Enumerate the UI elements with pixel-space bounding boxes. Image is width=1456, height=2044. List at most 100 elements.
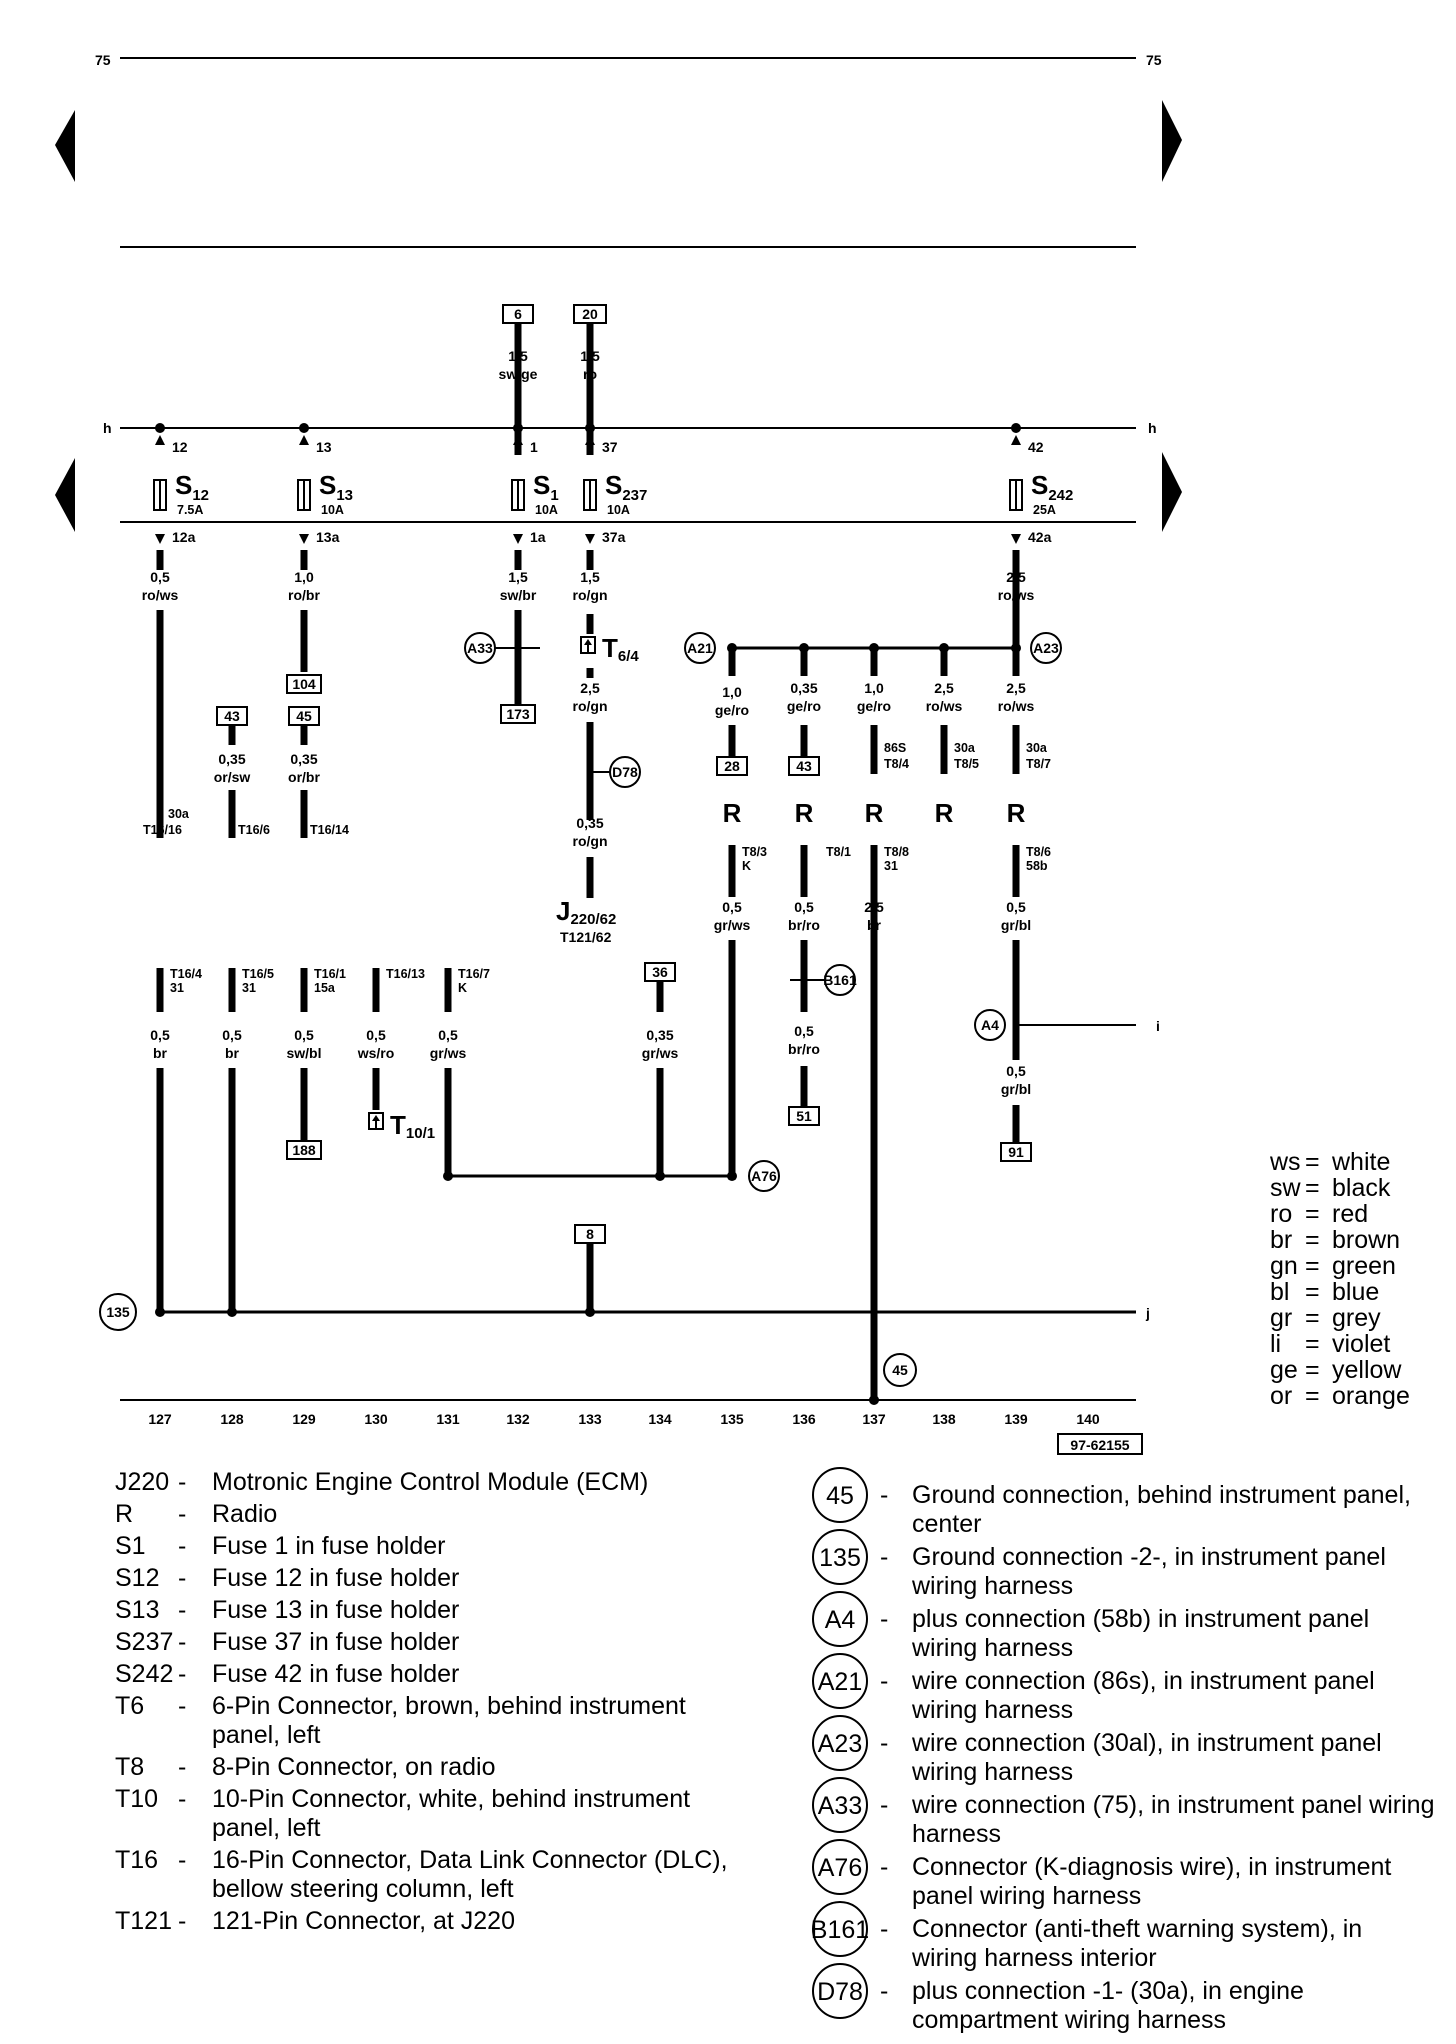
fuse-s13-out-pin: 13a [316,529,340,545]
fuse-s12-in-pin: 12 [172,439,188,455]
legend-right-dash: - [880,1543,888,1571]
legend-right-desc: panel wiring harness [912,1882,1141,1910]
color-key-equals: = [1305,1252,1320,1280]
wire-label-17-color: gr/ws [714,917,751,933]
legend-right-desc: plus connection (58b) in instrument pane… [912,1605,1369,1633]
color-key-equals: = [1305,1200,1320,1228]
legend-right-desc: compartment wiring harness [912,2006,1226,2034]
pin-31: 31 [884,859,898,873]
pin-30a: 30a [168,807,190,821]
drawing-number-box [1057,1433,1143,1455]
wire-label-18-size: 0,5 [794,899,814,915]
color-key-name: red [1332,1200,1368,1228]
legend-left-dash: - [178,1628,186,1656]
junction-b161-label: B161 [823,972,857,988]
legend-ref-circle [812,1901,868,1957]
legend-left-dash: - [178,1846,186,1874]
wire-label-16-size: 2,5 [1006,680,1026,696]
source-box-20-label: 20 [582,306,598,322]
connector-t10-label: T10/1 [390,1110,435,1142]
arrow-down-icon [299,534,309,544]
legend-left-desc: panel, left [212,1814,320,1842]
color-key-name: yellow [1332,1356,1402,1384]
legend-left-code: T10 [115,1785,158,1813]
wire-label-5-size: 1,5 [508,569,528,585]
sheet-forward-arrow-icon[interactable] [1162,452,1182,532]
fuse-s237-out-pin: 37a [602,529,626,545]
wire-label-t16-4-size: 0,5 [438,1027,458,1043]
ref-box-28-label: 28 [724,758,740,774]
page-back-arrow-icon[interactable] [55,110,75,182]
wire-label-8-color: or/sw [214,769,251,785]
connector-t6-arrow-icon [584,639,592,645]
color-key-equals: = [1305,1304,1320,1332]
pin-86s: 86S [884,741,906,755]
color-key-code: ge [1270,1356,1298,1384]
sheet-back-arrow-icon[interactable] [55,458,75,532]
legend-left-code: S242 [115,1660,173,1688]
legend-left-code: S237 [115,1628,173,1656]
pin-t16-6: T16/6 [238,823,270,837]
legend-left-dash: - [178,1660,186,1688]
legend-left-code: T121 [115,1907,172,1935]
legend-right-code: A33 [818,1792,862,1820]
fuse-s237-in-pin: 37 [602,439,618,455]
legend-left-desc: Fuse 12 in fuse holder [212,1564,459,1592]
fuse-s242-label: S242 [1031,470,1073,504]
wire-label-27-size: 0,5 [794,1023,814,1039]
wire-label-9-size: 0,35 [290,751,317,767]
junction-d78-label: D78 [612,764,638,780]
legend-ref-circle [812,1467,868,1523]
pin-t8-5: T8/5 [954,757,979,771]
legend-right-desc: plus connection -1- (30a), in engine [912,1977,1304,2005]
legend-left-desc: 10-Pin Connector, white, behind instrume… [212,1785,690,1813]
legend-ref-circle [812,1963,868,2019]
wire-label-2-size: 1,5 [580,348,600,364]
pin-t8-7: T8/7 [1026,757,1051,771]
page-forward-arrow-icon[interactable] [1162,100,1182,182]
legend-left-desc: 121-Pin Connector, at J220 [212,1907,515,1935]
column-number: 133 [578,1411,602,1427]
rail-h-label-right: h [1148,420,1157,436]
wire-label-20-size: 0,5 [1006,899,1026,915]
ref-box-8 [574,1224,606,1244]
legend-right-desc: harness [912,1820,1001,1848]
rail-j-label: j [1145,1305,1150,1321]
color-key-equals: = [1305,1382,1320,1410]
junction-a76 [748,1160,780,1192]
column-number: 136 [792,1411,816,1427]
legend-ref-circle [812,1715,868,1771]
wire-label-15-color: ro/ws [926,698,963,714]
column-number: 127 [148,1411,172,1427]
junction-a21-label: A21 [687,640,713,656]
wire-label-26-color: gr/ws [642,1045,679,1061]
wire-label-10-color: ro/gn [573,698,608,714]
wire-label-16-color: ro/ws [998,698,1035,714]
legend-left-code: S13 [115,1596,159,1624]
color-key-name: green [1332,1252,1396,1280]
wire-label-t16-4-color: gr/ws [430,1045,467,1061]
legend-left-dash: - [178,1692,186,1720]
wire-label-14-color: ge/ro [857,698,891,714]
wire-label-15-size: 2,5 [934,680,954,696]
radio-label: R [865,798,884,828]
fuse-s13-rating: 10A [321,503,344,517]
column-number: 131 [436,1411,460,1427]
color-key-code: ws [1269,1148,1301,1176]
column-number: 132 [506,1411,530,1427]
wire-label-28-color: gr/bl [1001,1081,1031,1097]
legend-ref-circle [812,1777,868,1833]
fuse-s237-rating: 10A [607,503,630,517]
pin-58b: 58b [1026,859,1048,873]
fuse-s1-label: S1 [533,470,559,504]
junction-b161 [824,964,856,996]
legend-left-dash: - [178,1785,186,1813]
color-key-code: li [1270,1330,1281,1358]
legend-right-code: D78 [817,1978,863,2006]
fuse-s237-label: S237 [605,470,647,504]
legend-right-dash: - [880,1481,888,1509]
ref-box-51-label: 51 [796,1108,812,1124]
column-number: 129 [292,1411,316,1427]
wire-label-1-color: sw/ge [499,366,538,382]
